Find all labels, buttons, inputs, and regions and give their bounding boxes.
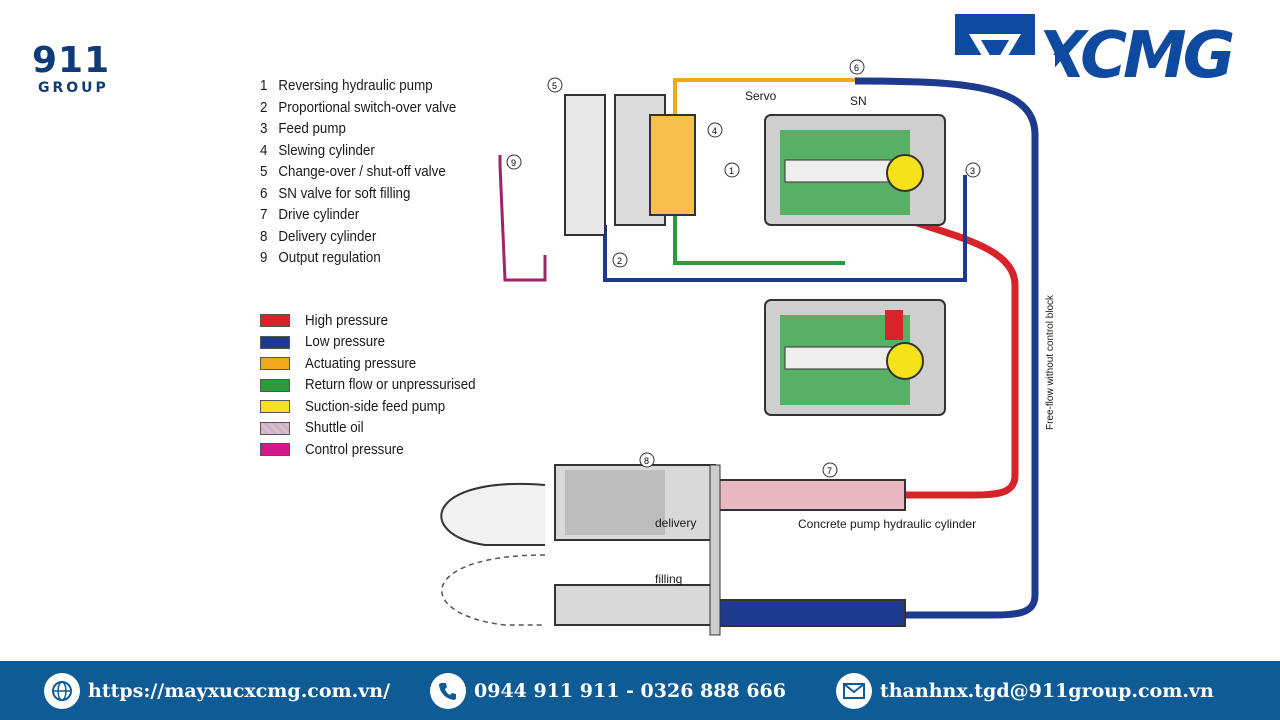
return-flow-line — [673, 215, 845, 265]
delivery-cylinder-fill — [565, 470, 665, 535]
label-filling: filling — [655, 572, 682, 586]
callout-5: 5 — [547, 77, 563, 93]
911-group-logo[interactable]: 911 GROUP — [4, 4, 114, 109]
lower-pump-red — [885, 310, 903, 340]
high-pressure-line — [893, 211, 1019, 499]
callout-9: 9 — [506, 154, 522, 170]
feed-pump-upper — [886, 154, 924, 192]
switchover-valve — [649, 114, 696, 216]
logo-group-text: GROUP — [38, 80, 109, 96]
website-text: https://mayxucxcmg.com.vn/ — [88, 679, 391, 702]
drive-cylinder-top — [714, 479, 906, 511]
svg-text:4: 4 — [712, 126, 717, 136]
legend-item: Low pressure — [260, 332, 490, 354]
contact-footer: https://mayxucxcmg.com.vn/ 0944 911 911 … — [0, 661, 1280, 720]
legend-swatch — [260, 335, 290, 349]
legend-item: Actuating pressure — [260, 353, 490, 375]
feed-pump-lower — [886, 342, 924, 380]
website-link[interactable]: https://mayxucxcmg.com.vn/ — [44, 661, 390, 720]
label-sn: SN — [850, 94, 867, 108]
callout-7: 7 — [822, 462, 838, 478]
svg-text:1: 1 — [729, 166, 734, 176]
svg-text:7: 7 — [827, 466, 832, 476]
phone-icon — [430, 672, 466, 709]
svg-text:6: 6 — [854, 63, 859, 73]
xcmg-logo[interactable]: XCMG — [955, 14, 1275, 94]
svg-text:8: 8 — [644, 456, 649, 466]
email-link[interactable]: thanhnx.tgd@911group.com.vn — [836, 661, 1214, 720]
svg-text:9: 9 — [511, 158, 516, 168]
callout-8: 8 — [639, 452, 655, 468]
svg-text:5: 5 — [552, 81, 557, 91]
legend-swatch — [260, 314, 290, 328]
logo-number: 911 — [32, 40, 111, 81]
legend-swatch — [260, 443, 290, 457]
legend-item: Control pressure — [260, 439, 490, 461]
callout-1: 1 — [724, 162, 740, 178]
filling-cylinder — [554, 584, 716, 626]
s-tube-dashed — [441, 554, 546, 626]
upper-pump-shaft — [784, 159, 896, 183]
svg-text:3: 3 — [970, 166, 975, 176]
low-pressure-line-right — [790, 77, 1039, 619]
legend-swatch — [260, 421, 290, 435]
legend-swatch — [260, 400, 290, 414]
callout-2: 2 — [612, 252, 628, 268]
hydraulic-diagram: Servo SN delivery filling Concrete pump … — [245, 55, 1056, 645]
legend-swatch — [260, 357, 290, 371]
control-pressure-line — [498, 155, 547, 282]
legend-item: Shuttle oil — [260, 418, 490, 440]
legend-swatch — [260, 378, 290, 392]
legend-item: High pressure — [260, 310, 490, 332]
label-concrete-cylinder: Concrete pump hydraulic cylinder — [798, 517, 976, 531]
callout-6: 6 — [849, 59, 865, 75]
legend-item: Return flow or unpressurised — [260, 375, 490, 397]
control-block — [564, 94, 606, 236]
cylinder-frame-left — [709, 464, 721, 636]
mail-icon — [836, 672, 872, 709]
legend-item: Suction-side feed pump — [260, 396, 490, 418]
svg-text:2: 2 — [617, 256, 622, 266]
label-servo: Servo — [745, 89, 777, 103]
phone-link[interactable]: 0944 911 911 - 0326 888 666 — [430, 661, 786, 720]
globe-icon — [44, 672, 80, 709]
phone-text: 0944 911 911 - 0326 888 666 — [474, 679, 786, 702]
lower-pump-shaft — [784, 346, 896, 370]
xcmg-wordmark: XCMG — [1037, 19, 1235, 93]
pressure-legend: High pressure Low pressure Actuating pre… — [260, 310, 490, 461]
label-free-flow: Free-flow without control block — [1045, 294, 1055, 430]
label-delivery: delivery — [655, 516, 696, 530]
email-text: thanhnx.tgd@911group.com.vn — [880, 679, 1214, 702]
callout-3: 3 — [965, 162, 981, 178]
callout-4: 4 — [707, 122, 723, 138]
low-pressure-line-bottom — [603, 175, 967, 282]
drive-cylinder-bottom — [714, 599, 906, 627]
s-tube — [440, 482, 546, 546]
diagram-canvas: Servo SN delivery filling Concrete pump … — [440, 59, 1056, 636]
actuating-line — [673, 78, 855, 115]
